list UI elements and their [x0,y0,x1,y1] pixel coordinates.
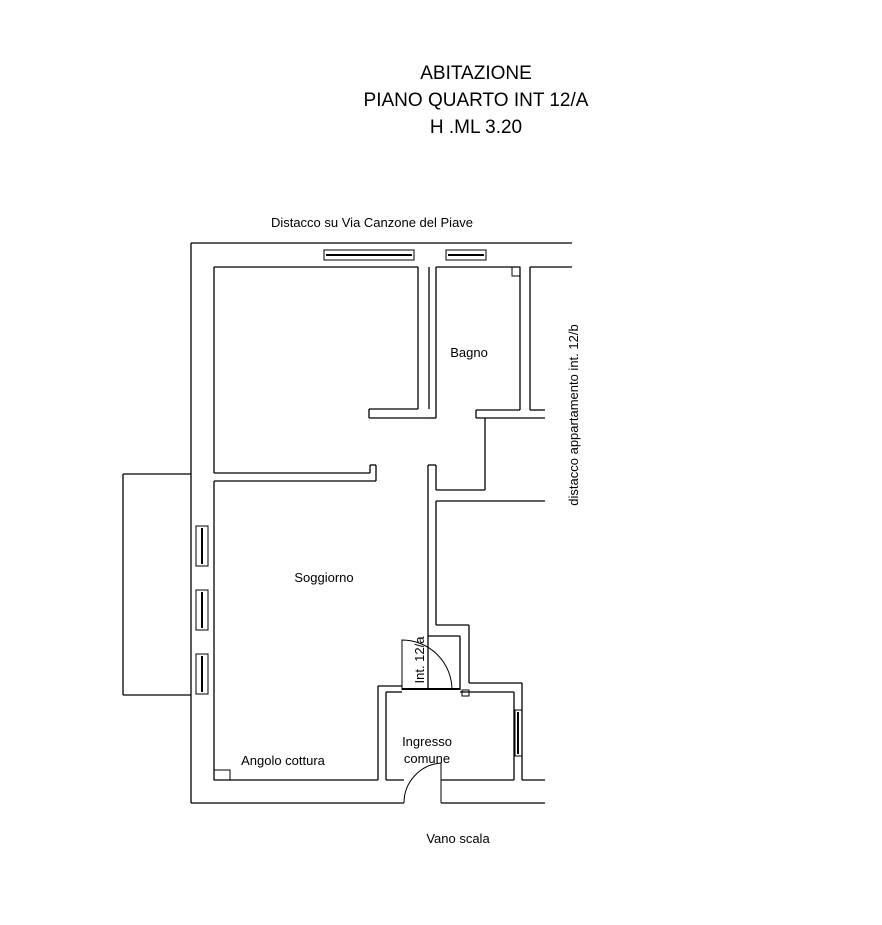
top-boundary-label: Distacco su Via Canzone del Piave [271,215,473,230]
bathroom-label: Bagno [450,345,488,360]
right-boundary-label: distacco appartamento int. 12/b [566,324,581,505]
title-line-2: PIANO QUARTO INT 12/A [364,90,589,111]
outer-walls [190,242,572,804]
unit-entrance-label: Int. 12/a [412,636,427,684]
partition-walls [213,266,572,781]
stairwell-label: Vano scala [426,831,490,846]
title-block: ABITAZIONE PIANO QUARTO INT 12/A H .ML 3… [364,63,589,138]
title-line-1: ABITAZIONE [420,63,532,84]
doors [401,639,453,804]
title-line-3: H .ML 3.20 [430,117,522,138]
kitchen-corner-label: Angolo cottura [241,753,326,768]
windows [195,249,523,757]
common-entrance-label-1: Ingresso [402,734,452,749]
common-entrance-label-2: comune [404,751,450,766]
living-room-label: Soggiorno [294,570,353,585]
balcony [122,473,191,696]
